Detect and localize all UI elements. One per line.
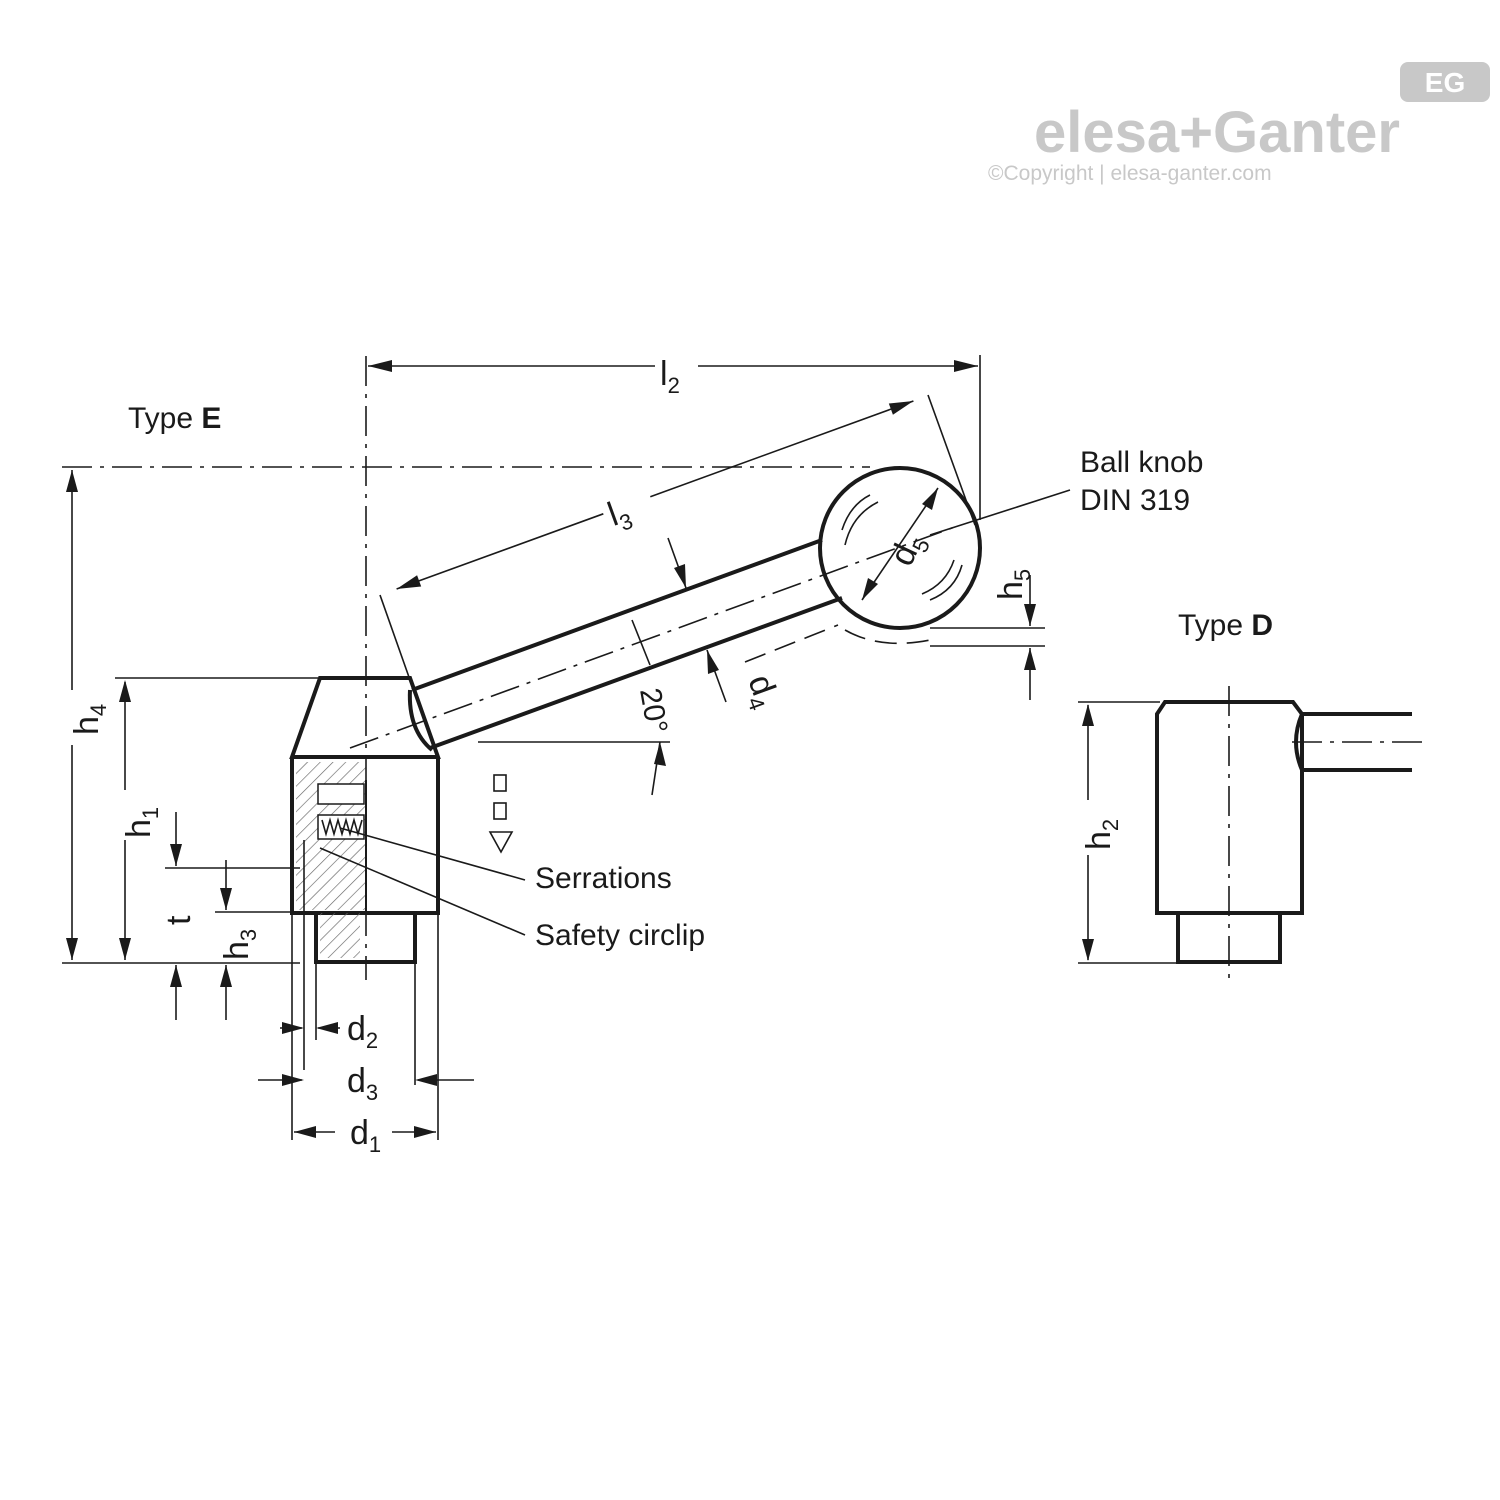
dim-h5: h5	[930, 569, 1045, 700]
eg-badge-text: EG	[1425, 67, 1465, 98]
serration-teeth	[321, 817, 363, 837]
svg-text:d4: d4	[736, 670, 787, 714]
ball-hidden-outline	[844, 629, 931, 645]
serration-ring	[317, 814, 365, 840]
dim-l3: l3	[396, 400, 914, 590]
dim-t: t	[160, 812, 300, 1020]
svg-text:h1: h1	[120, 807, 163, 838]
ball-knob-leader	[929, 489, 1071, 536]
svg-text:d2: d2	[347, 1010, 378, 1053]
svg-text:h3: h3	[218, 929, 261, 960]
copyright-text: ©Copyright | elesa-ganter.com	[988, 162, 1272, 185]
svg-text:d3: d3	[347, 1062, 378, 1105]
svg-text:h4: h4	[68, 704, 111, 735]
rotation-direction-icon	[488, 774, 514, 854]
lever-axis	[349, 524, 961, 749]
angle-tick	[631, 619, 651, 666]
type-d-hub	[1155, 700, 1304, 915]
dim-h1: h1	[115, 677, 318, 960]
serrations-leader	[339, 827, 526, 881]
lever-root	[407, 689, 434, 752]
type-e-label: Type E	[128, 402, 221, 435]
svg-text:l2: l2	[660, 355, 680, 398]
dim-d3: d3	[258, 1062, 474, 1105]
brand-logo: EG elesa+Ganter ©Copyright | elesa-gante…	[988, 62, 1490, 185]
spring-pocket	[317, 783, 365, 805]
svg-text:h2: h2	[1080, 819, 1123, 850]
brand-name: elesa+Ganter	[1034, 100, 1400, 165]
dim-l2: l2	[368, 355, 981, 520]
circlip-leader	[319, 847, 526, 936]
svg-text:20°: 20°	[633, 685, 673, 735]
ball-knob-standard: DIN 319	[1080, 484, 1190, 517]
safety-circlip-label: Safety circlip	[535, 919, 705, 952]
dim-d2: d2	[280, 1010, 378, 1053]
serrations-label: Serrations	[535, 862, 672, 895]
lever-hidden-line	[744, 624, 839, 663]
ball-shading	[841, 494, 963, 601]
ball-knob-label: Ball knob	[1080, 446, 1203, 479]
dim-d1: d1	[294, 1114, 436, 1157]
dim-h3: h3	[215, 860, 300, 1020]
section-hatch-boss	[320, 913, 360, 958]
ball-knob	[818, 466, 982, 630]
lever-arm	[411, 538, 843, 750]
dim-h2: h2	[1078, 701, 1180, 964]
type-d-drawing: Type D h2	[1078, 609, 1422, 980]
eg-badge-icon	[1400, 62, 1490, 102]
svg-text:d5: d5	[883, 527, 935, 573]
type-d-label: Type D	[1178, 609, 1273, 642]
dim-h4: h4	[66, 470, 111, 960]
svg-text:d1: d1	[350, 1114, 381, 1157]
svg-text:h5: h5	[992, 569, 1035, 600]
svg-text:t: t	[160, 915, 198, 925]
type-e-drawing: Type E l2	[62, 355, 1203, 1157]
svg-text:l3: l3	[603, 491, 636, 538]
dim-angle: 20°	[478, 685, 673, 796]
